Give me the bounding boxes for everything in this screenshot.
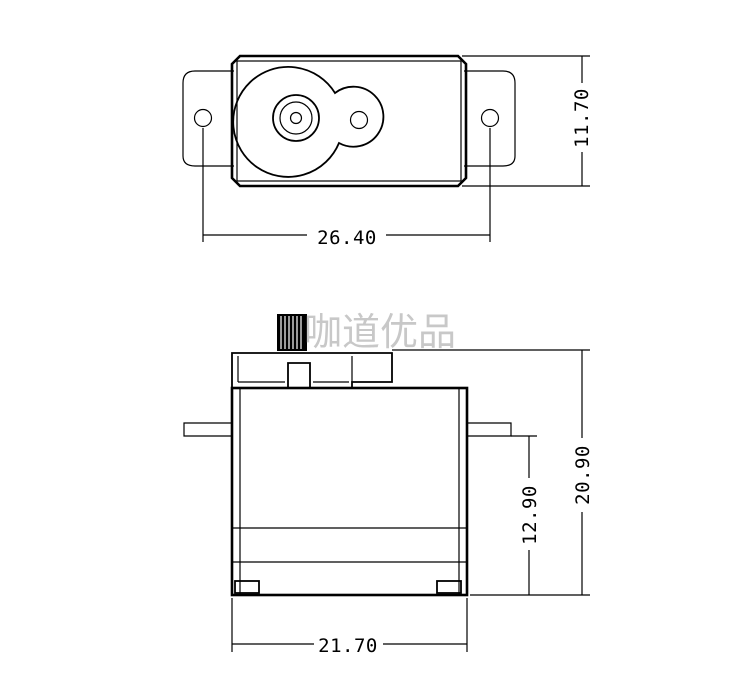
bottom-foot-right: [436, 580, 462, 594]
left-mounting-hole: [193, 108, 213, 128]
right-mounting-tab: [467, 422, 512, 437]
top-view: 26.40 11.70: [182, 54, 593, 249]
top-body-inner: [236, 60, 462, 182]
top-width-dimension: 26.40: [317, 227, 377, 249]
gear-pin: [349, 110, 369, 130]
side-body-height-dimension: 12.90: [519, 485, 541, 545]
side-body-outline: [230, 386, 469, 597]
side-view: 21.70 12.90 20.90: [183, 314, 594, 657]
top-body-outline: [230, 54, 468, 188]
output-shaft-outer: [272, 94, 320, 142]
side-total-height-dimension: 20.90: [572, 445, 594, 505]
side-width-dimension: 21.70: [318, 635, 378, 657]
output-shaft-ring: [279, 101, 313, 135]
bottom-foot-left: [234, 580, 260, 594]
top-cap: [231, 352, 393, 389]
output-shaft-center: [289, 111, 303, 125]
output-spline: [277, 314, 307, 351]
gear-housing-outline: [232, 66, 385, 178]
top-height-dimension: 11.70: [571, 88, 593, 148]
right-mounting-hole: [480, 108, 500, 128]
top-mounting-flange: [182, 70, 516, 167]
left-mounting-tab: [183, 422, 232, 437]
watermark-text: 咖道优品: [304, 310, 456, 354]
